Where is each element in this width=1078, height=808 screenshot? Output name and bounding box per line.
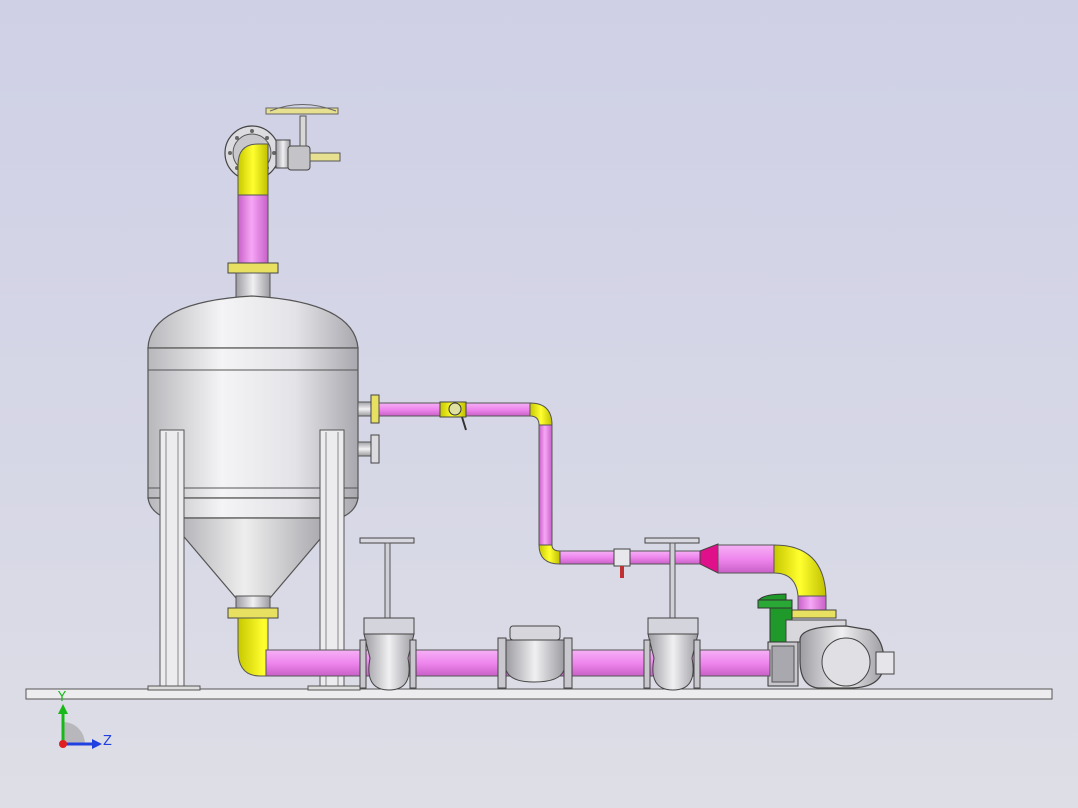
axis-z-label: Z: [103, 734, 112, 749]
support-leg-right[interactable]: [307, 429, 361, 691]
support-leg-left[interactable]: [147, 429, 201, 691]
gate-valve-right[interactable]: [643, 537, 701, 691]
reducer-cone[interactable]: [699, 543, 719, 574]
upper-elbow-right[interactable]: [529, 402, 553, 426]
bottom-outlet-neck[interactable]: [235, 595, 271, 609]
inline-small-valve[interactable]: [439, 401, 467, 431]
axis-triad: Y Z: [57, 690, 112, 749]
side-nozzle-upper[interactable]: [357, 394, 380, 424]
side-nozzle-lower[interactable]: [357, 434, 380, 464]
riser-pipe-vertical[interactable]: [538, 424, 553, 546]
axis-y-arrowhead: [58, 704, 68, 714]
top-pipe-vertical[interactable]: [237, 194, 269, 264]
axis-y-label: Y: [57, 690, 66, 705]
large-pipe-horizontal[interactable]: [717, 544, 775, 574]
top-elbow-yellow[interactable]: [237, 143, 269, 196]
top-nozzle-flange[interactable]: [227, 262, 279, 274]
base-plate[interactable]: [25, 688, 1053, 700]
axis-x-origin: [59, 740, 67, 748]
gate-valve-left[interactable]: [359, 537, 417, 691]
lower-elbow-left[interactable]: [538, 544, 561, 565]
check-valve[interactable]: [497, 625, 573, 689]
top-nozzle-neck[interactable]: [235, 272, 271, 299]
inline-sensor[interactable]: [613, 548, 631, 578]
centrifugal-pump[interactable]: [767, 619, 895, 689]
large-elbow-yellow[interactable]: [773, 544, 827, 597]
axis-z-arrowhead: [92, 739, 102, 749]
pump-inlet-pipe[interactable]: [797, 595, 827, 611]
bottom-outlet-flange[interactable]: [227, 607, 279, 619]
pump-inlet-flange[interactable]: [787, 609, 837, 619]
